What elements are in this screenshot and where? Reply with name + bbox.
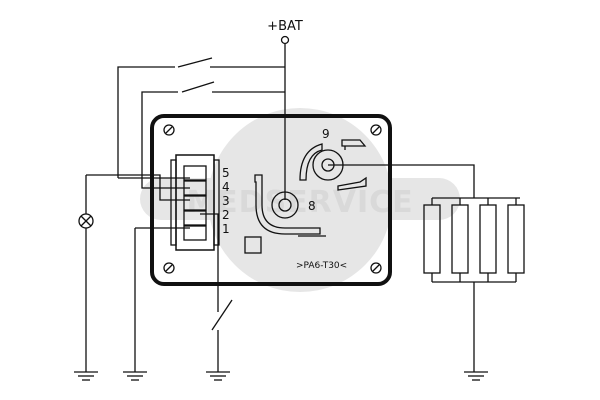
glow-plug-2 xyxy=(451,204,469,274)
pin-label-2: 2 xyxy=(222,208,230,222)
watermark: MEDSERVICE xyxy=(140,108,460,292)
pin-label-3: 3 xyxy=(222,194,230,208)
mounting-screws xyxy=(163,124,382,274)
ignition-switch-lower xyxy=(141,81,285,178)
terminal-9 xyxy=(299,139,367,191)
watermark-text: MEDSERVICE xyxy=(186,185,413,220)
ground-symbols xyxy=(74,371,488,381)
oil-pressure-switch xyxy=(211,298,233,372)
glow-plugs xyxy=(423,197,525,372)
glow-plug-3 xyxy=(479,204,497,274)
pin-label-5: 5 xyxy=(222,166,230,180)
terminal-9-label: 9 xyxy=(322,127,330,141)
terminal-8-label: 8 xyxy=(308,199,316,213)
control-module-housing xyxy=(150,114,392,286)
connector xyxy=(170,154,220,251)
warning-lamp-circuit xyxy=(78,175,94,372)
pin-label-4: 4 xyxy=(222,180,230,194)
bat-label: +BAT xyxy=(267,19,303,34)
pin-label-1: 1 xyxy=(222,222,230,236)
part-number: >PA6-T30< xyxy=(296,261,347,271)
pin-wires xyxy=(86,165,219,298)
glow-plug-feed xyxy=(328,164,475,198)
glow-plug-4 xyxy=(507,204,525,274)
module-indicator-square xyxy=(244,236,262,254)
connector-pin-labels: 5 4 3 2 1 xyxy=(222,166,230,236)
ignition-switch-upper xyxy=(117,57,285,165)
bat-terminal xyxy=(280,35,290,45)
terminal-8 xyxy=(254,174,326,237)
